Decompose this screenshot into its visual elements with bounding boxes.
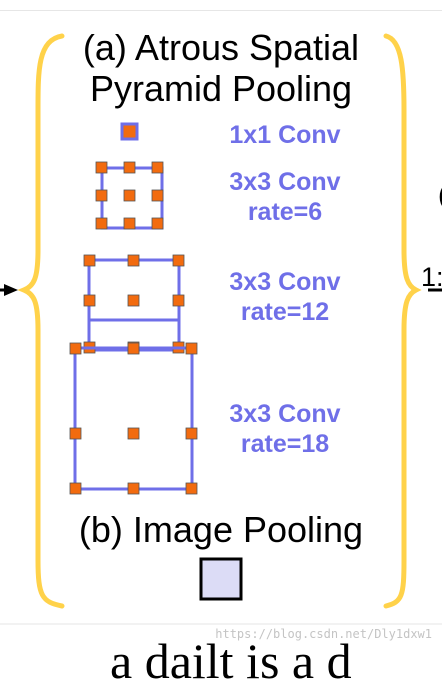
kernel-rate-6 [95, 161, 164, 230]
kernel-rate-6-dot [95, 161, 108, 174]
branch-1x1-line1: 1x1 Conv [229, 121, 341, 149]
kernel-rate-18-dot [69, 427, 82, 440]
cropped-bottom-text: a dailt is a d [110, 633, 352, 689]
kernel-rate-6-dot [123, 217, 136, 230]
left-brace [17, 33, 65, 609]
kernel-rate-18 [69, 342, 198, 495]
image-pooling-title: (b) Image Pooling [78, 509, 364, 550]
kernel-1x1 [120, 122, 139, 141]
kernel-rate-18-dot [69, 482, 82, 495]
top-divider [0, 10, 442, 11]
kernel-rate-12 [83, 254, 185, 354]
branch-rate-12-line1: 3x3 Conv [229, 268, 341, 296]
branch-rate-6-line2: rate=6 [247, 198, 323, 226]
kernel-rate-12-dot [172, 254, 185, 267]
watermark-url: https://blog.csdn.net/Dly1dxw1 [215, 627, 432, 641]
kernel-rate-18-dot [127, 342, 140, 355]
branch-label-rate-6: 3x3 Conv rate=6 [210, 167, 360, 227]
branch-label-rate-18: 3x3 Conv rate=18 [210, 399, 360, 459]
kernel-1x1-border [120, 122, 139, 141]
kernel-rate-12-dot [83, 254, 96, 267]
kernel-rate-12-border [87, 258, 181, 322]
kernel-rate-18-dot [127, 482, 140, 495]
branch-label-1x1: 1x1 Conv [210, 120, 360, 150]
kernel-rate-6-dot [151, 189, 164, 202]
kernel-rate-12-dot [83, 294, 96, 307]
kernel-rate-12-dot [172, 294, 185, 307]
kernel-rate-18-dot [185, 427, 198, 440]
kernel-rate-6-dot [95, 189, 108, 202]
kernel-rate-12-dot [127, 254, 140, 267]
branch-rate-18-line2: rate=18 [240, 430, 330, 458]
kernel-rate-6-dot [151, 161, 164, 174]
branch-label-rate-12: 3x3 Conv rate=12 [210, 267, 360, 327]
kernel-rate-6-dot [123, 161, 136, 174]
input-arrow-head [4, 284, 18, 296]
kernel-rate-6-dot [95, 217, 108, 230]
kernel-rate-6-dot [123, 189, 136, 202]
kernel-rate-12-dot [127, 294, 140, 307]
branch-rate-6-line1: 3x3 Conv [229, 168, 341, 196]
kernel-rate-6-dot [151, 217, 164, 230]
kernel-rate-18-dot [69, 342, 82, 355]
right-brace [383, 33, 422, 609]
kernel-rate-18-dot [127, 427, 140, 440]
branch-rate-18-line1: 3x3 Conv [229, 400, 341, 428]
kernel-rate-18-dot [185, 342, 198, 355]
cropped-right-text-2: 1: [421, 262, 442, 292]
aspp-title-line2: Pyramid Pooling [89, 68, 353, 109]
aspp-title-line1: (a) Atrous Spatial [82, 27, 360, 68]
diagram-graphics [0, 33, 442, 625]
kernel-rate-18-border [73, 346, 194, 491]
branch-rate-12-line2: rate=12 [240, 298, 330, 326]
image-pooling-square [199, 557, 243, 601]
cropped-right-text-1: ( [438, 180, 442, 210]
kernel-rate-18-dot [185, 482, 198, 495]
aspp-diagram: (a) Atrous Spatial Pyramid Pooling 1x1 C… [0, 10, 442, 686]
